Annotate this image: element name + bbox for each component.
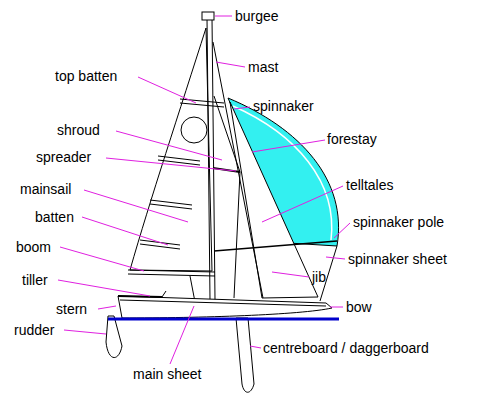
part-label: shroud [57,122,100,138]
part-label: mast [248,59,278,75]
part-label: spinnaker sheet [348,251,447,267]
part-label: centreboard / daggerboard [263,340,429,356]
part-label: telltales [346,177,393,193]
boom-bar [128,274,215,276]
part-label: boom [16,239,51,255]
battens [140,99,224,249]
part-label: bow [346,299,372,315]
mast-line [207,18,210,300]
part-label: spreader [36,149,91,165]
part-label: tiller [22,272,48,288]
part-label: spinnaker pole [353,214,444,230]
part-label: spinnaker [253,98,314,114]
burgee-flag [202,12,214,20]
sail-insignia [181,117,207,143]
mainsail-sail [130,28,212,271]
mast-line [212,18,215,300]
part-label: mainsail [20,181,71,197]
part-label: main sheet [133,366,201,382]
part-label: batten [35,209,74,225]
part-label: rudder [14,322,54,338]
hull-deck [120,300,326,306]
forestay-wire [213,42,263,298]
tiller-bar [118,296,162,297]
part-label: forestay [327,131,377,147]
hull [118,296,332,318]
part-label: burgee [235,8,279,24]
spinnaker-pole-bar [214,241,337,251]
tiller-bar [162,291,166,297]
waterline [108,318,339,321]
shroud-wire [214,96,240,298]
part-label: top batten [55,68,117,84]
jib-sail [230,102,318,298]
rudder-blade [106,316,122,358]
part-label: stern [56,301,87,317]
centreboard-blade [236,318,254,392]
part-label: jib [312,269,326,285]
